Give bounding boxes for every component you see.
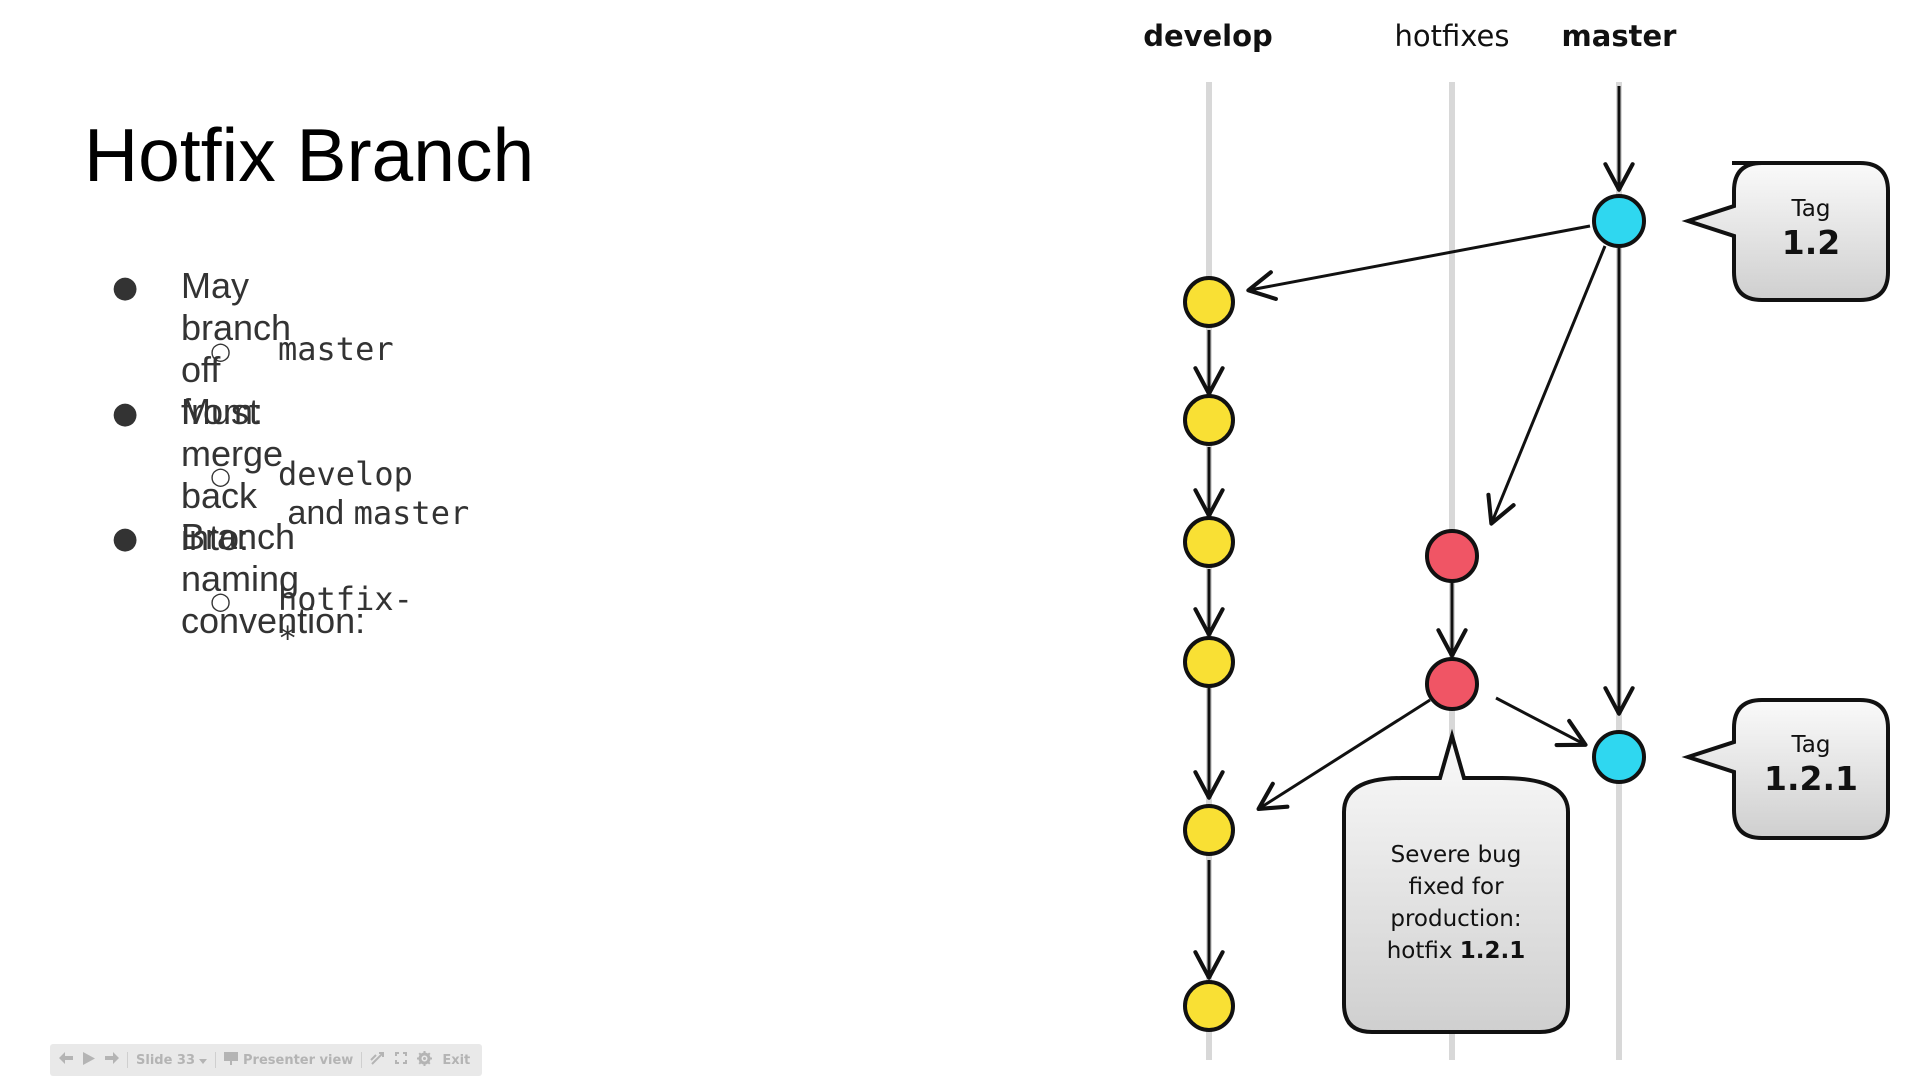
commit-master-1-2: [1592, 194, 1646, 248]
arrow-hotfix-to-master: [1495, 696, 1588, 748]
branch-label-master: master: [1562, 19, 1678, 53]
bullet-marker: ●: [112, 270, 139, 305]
play-icon: [83, 1051, 95, 1069]
code-hotfix-pattern: hotfix-*: [278, 580, 413, 657]
prev-slide-button[interactable]: [50, 1044, 78, 1076]
laser-icon: [370, 1051, 385, 1070]
commit-develop: [1183, 636, 1235, 688]
code-develop: develop: [278, 455, 413, 493]
commit-hotfix: [1425, 529, 1479, 583]
laser-pointer-button[interactable]: [365, 1044, 390, 1076]
exit-label: Exit: [442, 1052, 471, 1068]
exit-button[interactable]: Exit: [437, 1044, 475, 1076]
note-line: fixed for: [1408, 874, 1504, 900]
commit-develop: [1183, 804, 1235, 856]
play-button[interactable]: [78, 1044, 100, 1076]
settings-icon: [417, 1050, 433, 1070]
presenter-view-button[interactable]: Presenter view: [219, 1044, 358, 1076]
commit-develop: [1183, 980, 1235, 1032]
tag-label: Tag: [1791, 732, 1831, 758]
sub-bullet-marker: ○: [210, 462, 231, 490]
branch-label-develop: develop: [1143, 19, 1273, 53]
commit-develop: [1183, 394, 1235, 446]
tag-callout-1-2: Tag 1.2: [1681, 161, 1890, 302]
code-master: master: [278, 330, 394, 368]
note-callout-severe-bug: Severe bug fixed for production: hotfix …: [1342, 728, 1570, 1034]
note-line: production:: [1390, 906, 1521, 932]
branch-label-hotfixes: hotfixes: [1395, 19, 1510, 53]
tag-label: Tag: [1791, 196, 1831, 222]
presentation-toolbar: Slide 33 Presenter view: [50, 1044, 482, 1076]
next-slide-button[interactable]: [100, 1044, 124, 1076]
code-master: master: [353, 494, 470, 532]
tag-version: 1.2: [1782, 223, 1840, 262]
sub-bullet-develop-master: develop and master: [278, 455, 469, 533]
tag-version: 1.2.1: [1764, 759, 1858, 798]
sub-bullet-and: and: [278, 494, 354, 532]
arrow-master-to-develop: [1246, 224, 1591, 302]
note-hotfix-version: 1.2.1: [1460, 938, 1526, 964]
commit-master-1-2-1: [1592, 730, 1646, 784]
sub-bullet-master: master: [278, 330, 394, 369]
note-hotfix-word: hotfix: [1387, 938, 1460, 964]
bullet-text-merge-back: Must merge back into:: [181, 391, 284, 558]
slide-picker[interactable]: Slide 33: [131, 1044, 212, 1076]
note-line: Severe bug: [1391, 842, 1522, 868]
bullet-marker: ●: [112, 521, 139, 556]
commit-develop: [1183, 276, 1235, 328]
bullet-text-naming: Branch naming convention:: [181, 516, 366, 641]
tag-callout-1-2-1: Tag 1.2.1: [1681, 698, 1890, 840]
slide-number-label: Slide 33: [136, 1052, 196, 1068]
arrow-hotfix-to-develop: [1256, 698, 1431, 811]
next-icon: [105, 1052, 119, 1068]
toolbar-divider: [361, 1052, 363, 1068]
sub-bullet-marker: ○: [210, 337, 231, 365]
hotfix-branch-diagram: develop hotfixes master: [1143, 19, 1890, 1060]
sub-bullet-marker: ○: [210, 587, 231, 615]
bullet-marker: ●: [112, 396, 139, 431]
toolbar-divider: [215, 1052, 217, 1068]
bullet-text-branch-from: May branch off from:: [181, 265, 292, 432]
note-line-version: hotfix 1.2.1: [1387, 938, 1526, 964]
arrow-master-to-hotfix: [1486, 245, 1607, 526]
settings-button[interactable]: [412, 1044, 437, 1076]
fullscreen-icon: [395, 1052, 408, 1068]
presenter-view-label: Presenter view: [243, 1052, 354, 1068]
commit-hotfix: [1425, 657, 1479, 711]
dropdown-icon: [199, 1053, 208, 1068]
toolbar-divider: [127, 1052, 128, 1068]
fullscreen-button[interactable]: [390, 1044, 412, 1076]
slide-title: Hotfix Branch: [84, 113, 535, 197]
prev-icon: [59, 1052, 73, 1068]
commit-develop: [1183, 516, 1235, 568]
sub-bullet-hotfix-pattern: hotfix-*: [278, 580, 413, 658]
presenter-icon: [224, 1051, 239, 1069]
